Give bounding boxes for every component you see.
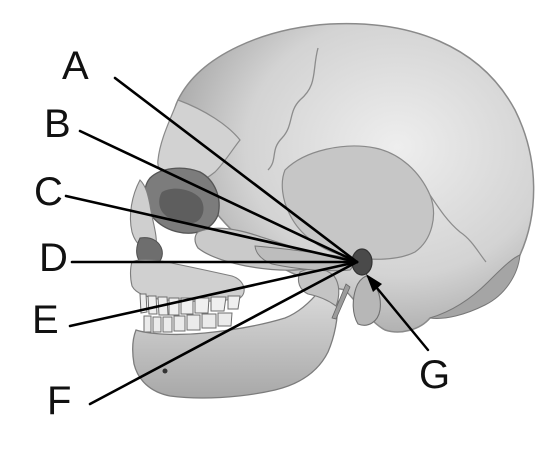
temporal-bone xyxy=(281,145,435,260)
leader-line-e xyxy=(68,260,359,328)
lambdoid-suture xyxy=(429,194,487,263)
leader-lines xyxy=(64,76,359,406)
leader-line-f xyxy=(88,260,359,406)
arrow-g xyxy=(366,274,430,352)
label-f: F xyxy=(47,379,72,423)
label-e: E xyxy=(32,298,59,342)
orbit-depth xyxy=(159,188,204,224)
leader-line-a xyxy=(113,76,359,264)
leader-line-c xyxy=(64,194,359,264)
label-d: D xyxy=(39,236,68,280)
occipital-bone xyxy=(429,254,521,319)
styloid-process xyxy=(331,283,351,320)
leader-line-b xyxy=(78,129,359,264)
label-c: C xyxy=(34,170,63,214)
label-g: G xyxy=(419,353,451,397)
mandible xyxy=(132,286,339,399)
label-a: A xyxy=(62,44,89,88)
lower-teeth xyxy=(143,312,233,333)
maxilla xyxy=(129,259,245,302)
coronal-suture xyxy=(267,47,319,171)
mental-foramen xyxy=(162,368,168,374)
label-b: B xyxy=(44,102,71,146)
